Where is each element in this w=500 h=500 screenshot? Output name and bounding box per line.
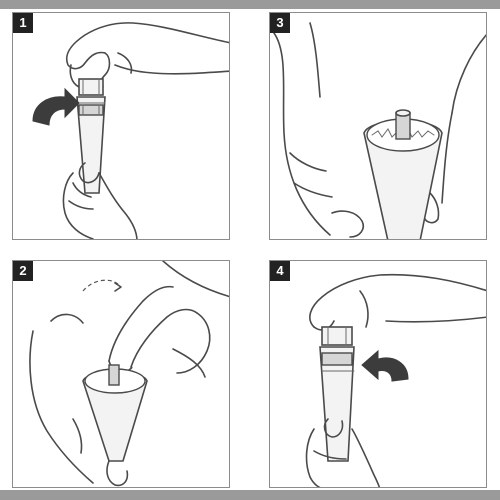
cap (78, 78, 104, 96)
cap (321, 326, 353, 346)
step-1-illustration (32, 22, 229, 239)
step-panel-3: 3 (269, 12, 487, 240)
tube (76, 96, 106, 194)
bottom-band (0, 490, 500, 500)
step-number-4: 4 (270, 261, 290, 281)
step-panel-1: 1 (12, 12, 230, 240)
step-panel-2: 2 (12, 260, 230, 488)
step-3-illustration (273, 22, 486, 239)
center-pin (108, 364, 120, 386)
step-number-2: 2 (13, 261, 33, 281)
step-4-illustration (305, 273, 486, 487)
step-panel-4: 4 (269, 260, 487, 488)
top-band (0, 0, 500, 9)
step-number-3: 3 (270, 13, 290, 33)
center-pin (395, 112, 411, 140)
step-2-illustration (29, 261, 229, 487)
twist-arrow-icon (32, 87, 80, 126)
step-number-1: 1 (13, 13, 33, 33)
twist-arrow-icon (361, 349, 409, 382)
